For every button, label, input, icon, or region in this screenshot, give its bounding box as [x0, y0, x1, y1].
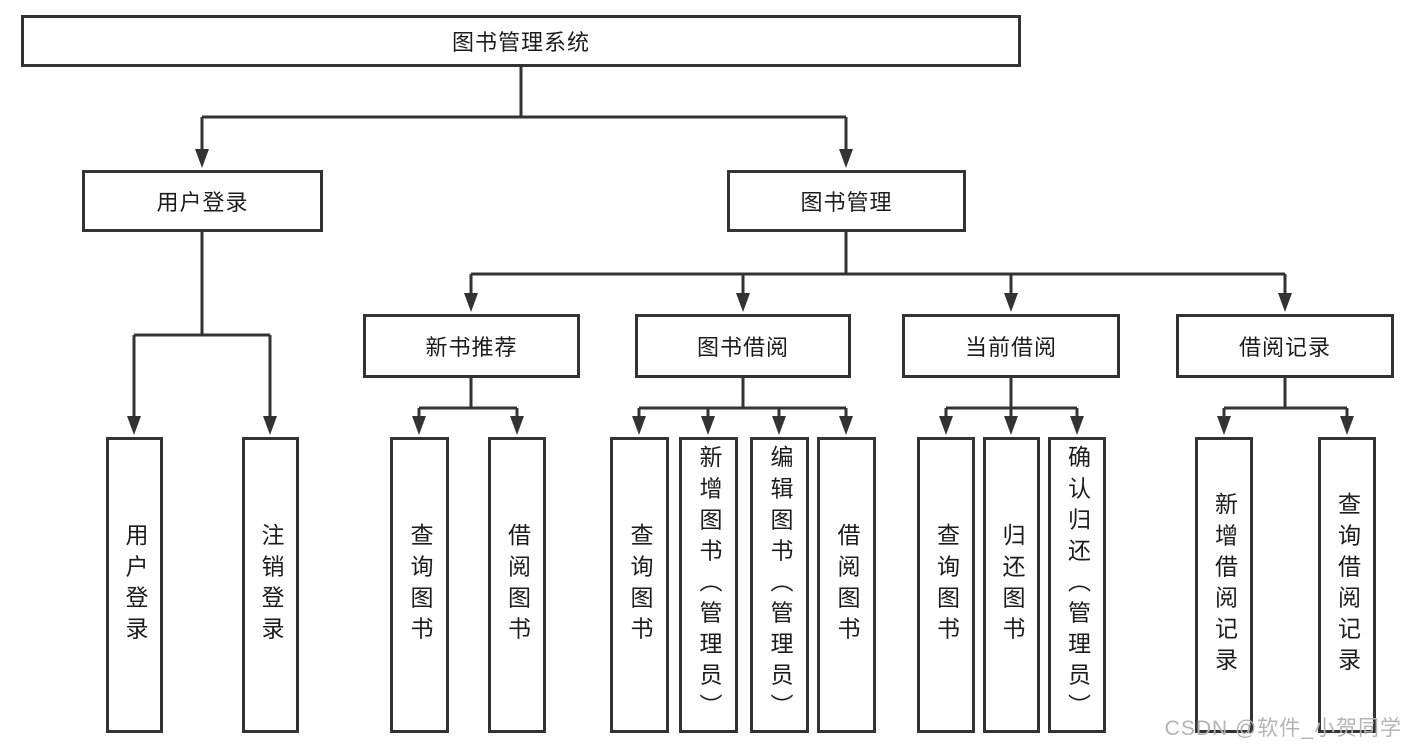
connectors-newbook-children: [412, 378, 524, 435]
node-label: 借阅记录: [1238, 335, 1331, 360]
leaf-label: 查询图书: [407, 522, 433, 648]
arrowhead: [1278, 293, 1292, 312]
arrowhead: [839, 149, 853, 168]
leaf-label: 借阅图书: [504, 522, 531, 648]
arrowhead: [412, 416, 426, 435]
node-user-login: 用户登录: [82, 170, 323, 232]
node-new-book-recommendation: 新书推荐: [363, 314, 580, 378]
leaf-label: 借阅图书: [834, 522, 860, 648]
node-library-management-system: 图书管理系统: [21, 15, 1021, 67]
connectors-borrowing-children: [632, 378, 853, 435]
leaf-query-borrow-record: 查询借阅记录: [1318, 437, 1376, 733]
watermark: CSDN @软件_小贺同学: [1164, 717, 1402, 740]
leaf-label: 查询图书: [933, 522, 960, 648]
leaf-label: 归还图书: [999, 522, 1025, 648]
leaf-add-borrow-record: 新增借阅记录: [1195, 437, 1253, 733]
connectors-current-children: [939, 378, 1084, 435]
node-label: 图书管理: [800, 190, 893, 215]
leaf-borrow-books-recommend: 借阅图书: [488, 437, 546, 733]
leaf-label: 查询借阅记录: [1334, 491, 1361, 679]
arrowhead: [736, 293, 750, 312]
leaf-label: 用户登录: [122, 522, 148, 648]
leaf-confirm-return-admin: 确认归还（管理员）: [1048, 437, 1106, 733]
leaf-query-books-recommend: 查询图书: [390, 437, 449, 733]
connectors-root-to-level2: [195, 67, 853, 168]
arrowhead: [701, 416, 715, 435]
arrowhead: [1004, 293, 1018, 312]
node-current-borrowing: 当前借阅: [902, 314, 1120, 378]
arrowhead: [464, 293, 478, 312]
leaf-user-login: 用户登录: [106, 437, 163, 733]
arrowhead: [127, 416, 141, 435]
arrowhead: [263, 416, 277, 435]
connectors-management-to-sections: [464, 232, 1292, 312]
leaf-label: 注销登录: [258, 522, 284, 648]
arrowhead: [1340, 416, 1354, 435]
leaf-query-books-current: 查询图书: [917, 437, 975, 733]
leaf-borrow-books: 借阅图书: [817, 437, 876, 733]
node-label: 用户登录: [156, 190, 249, 215]
node-label: 图书管理系统: [451, 30, 590, 55]
arrowhead: [939, 416, 953, 435]
leaf-add-book-admin: 新增图书（管理员）: [679, 437, 738, 733]
node-book-management: 图书管理: [727, 170, 966, 232]
leaf-logout: 注销登录: [242, 437, 299, 733]
arrowhead: [1004, 416, 1018, 435]
arrowhead: [1217, 416, 1231, 435]
leaf-label: 编辑图书（管理员）: [767, 445, 793, 725]
leaf-edit-book-admin: 编辑图书（管理员）: [750, 437, 809, 733]
arrowhead: [772, 416, 786, 435]
leaf-return-books: 归还图书: [983, 437, 1040, 733]
node-label: 当前借阅: [964, 335, 1057, 360]
leaf-label: 确认归还（管理员）: [1064, 445, 1091, 725]
leaf-label: 查询图书: [627, 522, 653, 648]
arrowhead: [195, 149, 209, 168]
connectors-records-children: [1217, 378, 1354, 435]
connectors-login-children: [127, 232, 277, 435]
node-borrowing-records: 借阅记录: [1176, 314, 1394, 378]
leaf-query-books-borrowing: 查询图书: [610, 437, 669, 733]
leaf-label: 新增借阅记录: [1211, 491, 1238, 679]
arrowhead: [839, 416, 853, 435]
node-book-borrowing: 图书借阅: [635, 314, 851, 378]
arrowhead: [510, 416, 524, 435]
node-label: 图书借阅: [696, 335, 789, 360]
arrowhead: [1070, 416, 1084, 435]
node-label: 新书推荐: [425, 335, 518, 360]
leaf-label: 新增图书（管理员）: [696, 445, 722, 725]
arrowhead: [632, 416, 646, 435]
